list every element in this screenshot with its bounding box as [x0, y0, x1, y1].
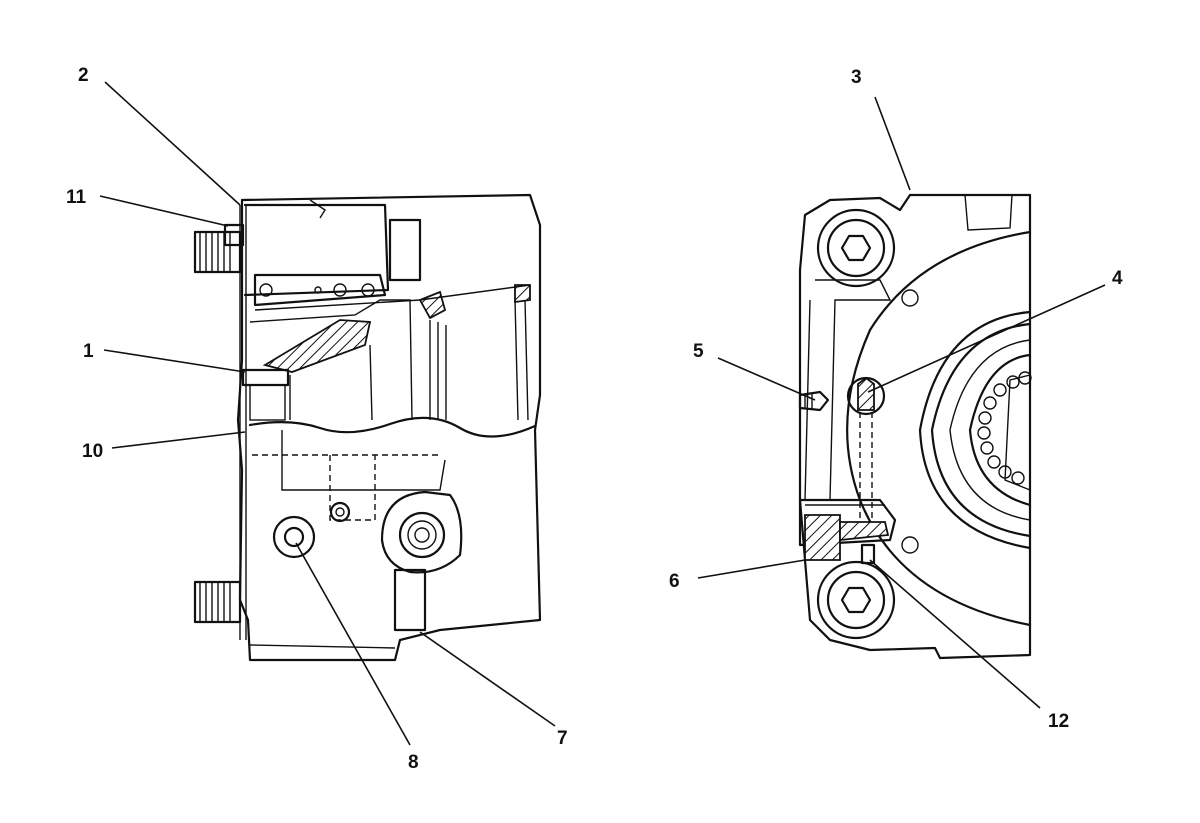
item-5-plug [798, 390, 830, 412]
item-6-section [804, 514, 841, 561]
break-line [248, 416, 537, 438]
spline-teeth [977, 371, 1032, 485]
small-plug [329, 501, 351, 523]
leader-1 [103, 349, 246, 373]
bearing-ring [918, 310, 1032, 550]
spline-hub [968, 353, 1032, 507]
right-end-view [798, 193, 1032, 660]
drilled-passage [859, 412, 873, 520]
leader-4 [867, 284, 1106, 393]
leader-2 [104, 81, 241, 206]
internal-passage [252, 454, 440, 521]
leader-3 [874, 96, 911, 191]
callout-7: 7 [557, 728, 568, 749]
mounting-bracket [253, 273, 387, 307]
left-side-view [193, 193, 542, 662]
top-boss [388, 218, 422, 282]
callout-3: 3 [851, 67, 862, 88]
leader-6 [697, 559, 806, 579]
item-12-orifice [860, 543, 876, 565]
callout-labels: 2 11 1 10 8 7 3 4 5 6 12 [66, 65, 1123, 773]
valve-boss [380, 490, 463, 574]
callout-1: 1 [83, 341, 94, 362]
callout-6: 6 [669, 571, 680, 592]
top-bolt [816, 208, 896, 288]
callout-8: 8 [408, 752, 419, 773]
leader-8 [295, 542, 411, 746]
top-plate [243, 203, 390, 297]
flange-face [846, 230, 1032, 627]
swash-plate-section [262, 319, 372, 373]
callout-2: 2 [78, 65, 89, 86]
valve-fitting [398, 511, 446, 559]
callout-4: 4 [1112, 268, 1123, 289]
leader-12 [869, 559, 1041, 709]
leader-lines [99, 81, 1106, 746]
end-housing [798, 193, 1032, 660]
leader-5 [717, 357, 816, 401]
bottom-bolt [816, 560, 896, 640]
callout-11: 11 [66, 187, 87, 208]
item-8-fitting [272, 515, 316, 559]
item-1-sleeve [241, 368, 290, 387]
leader-10 [111, 431, 246, 449]
leader-7 [419, 631, 556, 727]
callout-10: 10 [82, 441, 103, 462]
callout-5: 5 [693, 341, 704, 362]
item-7-block [393, 568, 427, 632]
leader-11 [99, 195, 229, 227]
callout-12: 12 [1048, 711, 1069, 732]
item-6-housing [798, 498, 897, 547]
